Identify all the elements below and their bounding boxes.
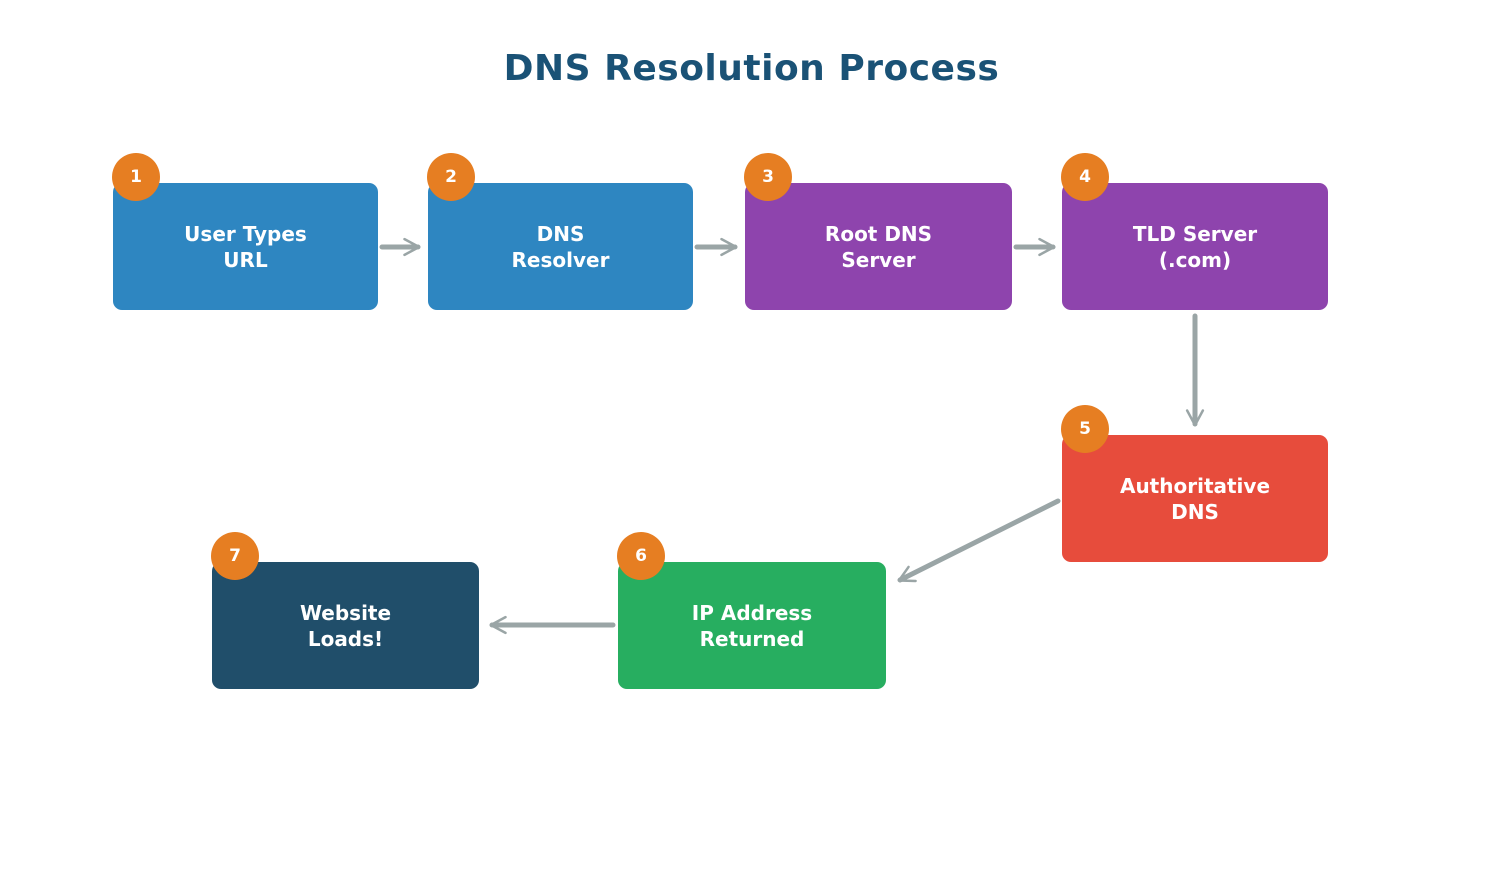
step-badge-6: 6: [617, 532, 665, 580]
node-ip-address-returned: 6 IP Address Returned: [617, 532, 886, 689]
node-authoritative-dns: 5 Authoritative DNS: [1061, 405, 1328, 562]
node-user-types-url: 1 User Types URL: [112, 153, 378, 310]
node-label: Authoritative DNS: [1119, 473, 1271, 524]
node-label: IP Address Returned: [691, 600, 813, 651]
node-label: DNS Resolver: [511, 221, 610, 272]
node-label: TLD Server (.com): [1132, 221, 1258, 272]
step-badge-2: 2: [427, 153, 475, 201]
step-badge-4: 4: [1061, 153, 1109, 201]
step-badge-3: 3: [744, 153, 792, 201]
node-tld-server: 4 TLD Server (.com): [1061, 153, 1328, 310]
node-label: Website Loads!: [299, 600, 392, 651]
arrow-5-6: [897, 498, 1061, 583]
node-label: Root DNS Server: [824, 221, 933, 272]
diagram-title: DNS Resolution Process: [503, 48, 1000, 89]
step-badge-5: 5: [1061, 405, 1109, 453]
node-label: User Types URL: [184, 221, 307, 272]
node-website-loads: 7 Website Loads!: [211, 532, 479, 689]
node-root-dns-server: 3 Root DNS Server: [744, 153, 1012, 310]
step-badge-7: 7: [211, 532, 259, 580]
node-dns-resolver: 2 DNS Resolver: [427, 153, 693, 310]
step-badge-1: 1: [112, 153, 160, 201]
